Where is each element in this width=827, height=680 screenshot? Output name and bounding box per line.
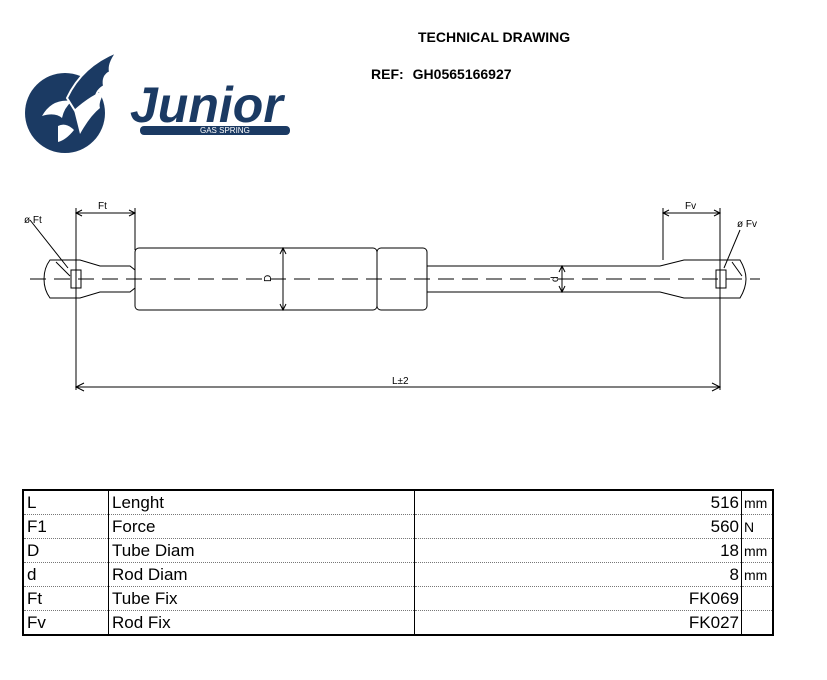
ft-dimension: [29, 208, 137, 390]
spec-code: F1: [23, 514, 109, 539]
fv-dimension: [661, 208, 741, 390]
rod-diam-label: d: [550, 276, 561, 282]
length-dimension: [74, 382, 722, 392]
spec-code: Ft: [23, 586, 109, 611]
spec-name: Force: [108, 514, 415, 539]
logo-rod-bar-icon: [140, 126, 290, 135]
spec-unit: [742, 611, 774, 636]
spec-name: Rod Fix: [108, 610, 415, 635]
spec-unit: N: [741, 514, 773, 539]
rod-diam-dimension: [558, 264, 566, 294]
tube-diam-dimension: [279, 246, 287, 312]
phi-fv-label: ø Fv: [737, 219, 757, 230]
piston-rod: [426, 259, 747, 299]
spec-unit: mm: [741, 538, 773, 563]
spec-name: Lenght: [108, 490, 415, 515]
spec-value: 18: [414, 538, 742, 563]
fv-label: Fv: [685, 201, 696, 212]
spec-unit: [741, 586, 773, 611]
spec-value: 8: [414, 562, 742, 587]
spec-name: Tube Diam: [108, 538, 415, 563]
spec-unit: mm: [741, 562, 773, 587]
junior-logo: Junior GAS SPRING: [25, 49, 290, 153]
ref-label: REF:: [371, 66, 404, 82]
gas-spring-drawing: Ft Fv ø Ft ø Fv L±2 D d: [24, 201, 760, 392]
reference-line: REF: GH0565166927: [371, 66, 512, 82]
length-label: L±2: [392, 376, 409, 387]
ref-value: GH0565166927: [412, 66, 512, 82]
ft-label: Ft: [98, 201, 107, 212]
spec-name: Tube Fix: [108, 586, 415, 611]
tube-diam-label: D: [263, 275, 274, 282]
spec-code: L: [23, 490, 109, 515]
spec-code: D: [23, 538, 109, 563]
logo-wordmark: Junior: [130, 77, 285, 133]
drawing-title: TECHNICAL DRAWING: [418, 29, 571, 45]
spec-value: FK027: [414, 610, 742, 635]
spec-name: Rod Diam: [108, 562, 415, 587]
spec-unit: mm: [741, 490, 773, 515]
spec-value: FK069: [414, 586, 742, 611]
spec-code: d: [23, 562, 109, 587]
phi-ft-label: ø Ft: [24, 215, 42, 226]
eagle-emblem-icon: [25, 49, 120, 153]
spec-code: Fv: [23, 610, 109, 635]
spec-value: 516: [414, 490, 742, 515]
spec-value: 560: [414, 514, 742, 539]
logo-tagline: GAS SPRING: [200, 126, 250, 135]
